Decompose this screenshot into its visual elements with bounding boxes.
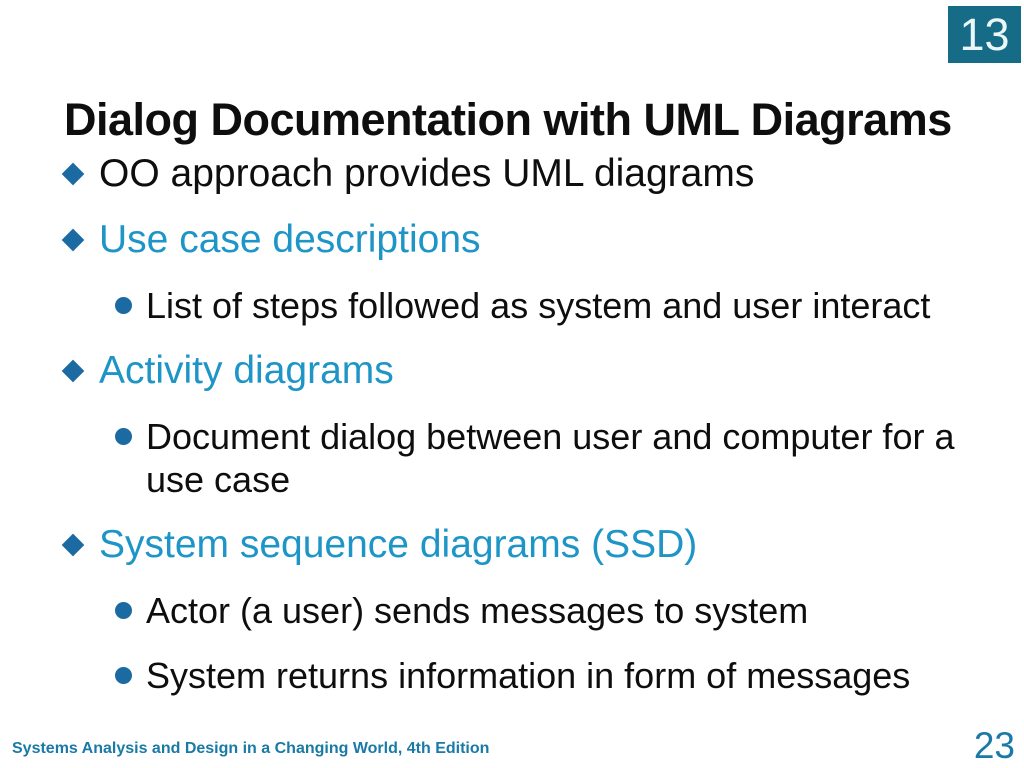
diamond-bullet-icon xyxy=(61,359,85,383)
circle-bullet-icon xyxy=(115,428,132,445)
slide-title: Dialog Documentation with UML Diagrams xyxy=(64,94,952,146)
bullet-text: System sequence diagrams (SSD) xyxy=(99,523,698,566)
footer-book-title: Systems Analysis and Design in a Changin… xyxy=(12,740,490,757)
bullet-item: Activity diagrams xyxy=(61,349,998,393)
diamond-bullet-icon xyxy=(61,228,85,252)
chapter-number: 13 xyxy=(959,9,1010,60)
chapter-number-badge: 13 xyxy=(948,6,1021,63)
bullet-text: Use case descriptions xyxy=(99,218,481,261)
circle-bullet-icon xyxy=(115,667,132,684)
bullet-item: Document dialog between user and compute… xyxy=(62,415,998,501)
bullet-item: System returns information in form of me… xyxy=(62,654,998,697)
bullet-text: Actor (a user) sends messages to system xyxy=(146,590,809,631)
bullet-text: System returns information in form of me… xyxy=(146,655,911,696)
diamond-bullet-icon xyxy=(61,533,85,557)
circle-bullet-icon xyxy=(115,297,132,314)
diamond-bullet-icon xyxy=(61,162,85,186)
footer-page-number: 23 xyxy=(973,725,1015,766)
bullet-text: List of steps followed as system and use… xyxy=(146,285,931,326)
circle-bullet-icon xyxy=(115,602,132,619)
bullet-text: Activity diagrams xyxy=(99,349,394,392)
bullet-item: Use case descriptions xyxy=(61,218,998,262)
slide-body: OO approach provides UML diagrams Use ca… xyxy=(61,152,998,719)
bullet-text: OO approach provides UML diagrams xyxy=(99,152,755,195)
bullet-item: List of steps followed as system and use… xyxy=(62,284,998,327)
bullet-item: OO approach provides UML diagrams xyxy=(61,152,998,196)
bullet-item: Actor (a user) sends messages to system xyxy=(62,589,998,632)
bullet-text: Document dialog between user and compute… xyxy=(146,416,955,500)
bullet-list: OO approach provides UML diagrams Use ca… xyxy=(61,152,998,697)
bullet-item: System sequence diagrams (SSD) xyxy=(61,523,998,567)
